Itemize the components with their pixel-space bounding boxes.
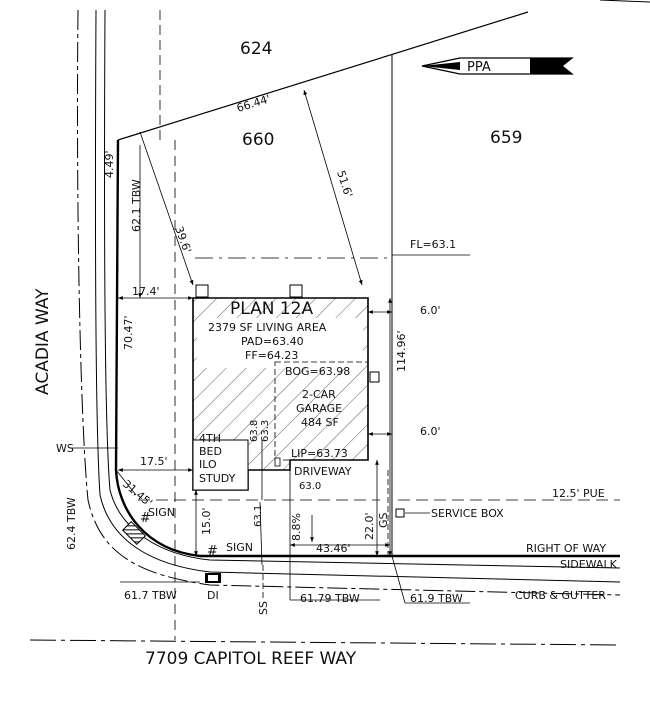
sign-hash-icon: # xyxy=(140,511,151,526)
gs-label: GS xyxy=(377,512,390,528)
driveway-label: DRIVEWAY xyxy=(294,465,352,478)
west-setback-dim: 17.4' xyxy=(132,285,160,298)
sidewalk-label: SIDEWALK xyxy=(560,558,618,571)
tbw-a-label: 61.7 TBW xyxy=(124,589,177,602)
street-lines xyxy=(29,9,621,646)
east-depth-dim: 114.96' xyxy=(395,330,408,372)
garage-setback-dim: 15.0' xyxy=(200,507,213,535)
dimension-lines xyxy=(70,89,470,604)
garage-line1: 2-CAR xyxy=(302,388,336,401)
south-setback-dim: 17.5' xyxy=(140,455,168,468)
street-south-name: 7709 CAPITOL REEF WAY xyxy=(145,649,357,669)
lot-subject-label: 660 xyxy=(242,130,274,150)
room-line2: BED xyxy=(199,445,222,458)
plan-lip: LIP=63.73 xyxy=(291,447,348,460)
frontage-dim: 43.46' xyxy=(316,542,351,555)
garage-line2: GARAGE xyxy=(296,402,342,415)
pue-label: 12.5' PUE xyxy=(552,487,605,500)
service-box-icon xyxy=(395,508,405,518)
room-line1: 4TH xyxy=(199,432,221,445)
elev-e1: 63.8 xyxy=(249,420,260,442)
sign-label-2: SIGN xyxy=(226,541,253,554)
depth-left-dim: 70.47' xyxy=(122,315,135,350)
di-label: DI xyxy=(207,589,219,602)
east-setback-top-dim: 6.0' xyxy=(420,304,441,317)
garage-area: 484 SF xyxy=(301,416,339,429)
service-box-label: SERVICE BOX xyxy=(431,507,504,520)
plan-bog: BOG=63.98 xyxy=(285,365,350,378)
sign-hash-icon-2: # xyxy=(207,544,218,559)
room-line4: STUDY xyxy=(199,472,236,485)
tbw-upper-label: 62.1 TBW xyxy=(130,179,143,232)
elev-e3: 63.1 xyxy=(253,505,264,527)
right-of-way-label: RIGHT OF WAY xyxy=(526,542,606,555)
street-west-name: ACADIA WAY xyxy=(33,288,53,395)
driveway-elev: 63.0 xyxy=(299,481,321,492)
plan-title: PLAN 12A xyxy=(230,299,313,319)
sign-post-icon xyxy=(121,520,147,546)
east-setback-bottom-dim: 6.0' xyxy=(420,425,441,438)
lot-east-label: 659 xyxy=(490,128,522,148)
tbw-b-label: 61.79 TBW xyxy=(300,592,360,605)
plan-pad: PAD=63.40 xyxy=(241,335,304,348)
lot-north-label: 624 xyxy=(240,39,272,59)
west-short-dim: 4.49' xyxy=(103,150,116,178)
curb-label: CURB & GUTTER xyxy=(515,589,606,602)
ws-label: WS xyxy=(56,442,74,455)
site-symbols: # # xyxy=(121,508,405,583)
north-arrow-label: PPA xyxy=(467,60,491,75)
plan-ff: FF=64.23 xyxy=(245,349,298,362)
room-line3: ILO xyxy=(199,458,217,471)
sign-label-1: SIGN xyxy=(148,506,175,519)
fl-label: FL=63.1 xyxy=(410,238,456,251)
drive-slope-dim: 8.8% xyxy=(290,513,303,541)
tbw-c-label: 61.9 TBW xyxy=(410,592,463,605)
north-line-dim: 66.44' xyxy=(235,92,272,115)
diag-right-dim: 51.6' xyxy=(334,169,355,199)
ss-label: SS xyxy=(257,601,270,615)
east-front-dim: 22.0' xyxy=(363,512,376,540)
north-arrow: PPA xyxy=(421,57,574,75)
diag-left-dim: 39.6' xyxy=(172,225,194,255)
tbw-west-label: 62.4 TBW xyxy=(65,497,78,550)
plan-living-area: 2379 SF LIVING AREA xyxy=(208,321,327,334)
lot-lines xyxy=(117,0,650,640)
elev-e2: 63.3 xyxy=(260,420,271,442)
